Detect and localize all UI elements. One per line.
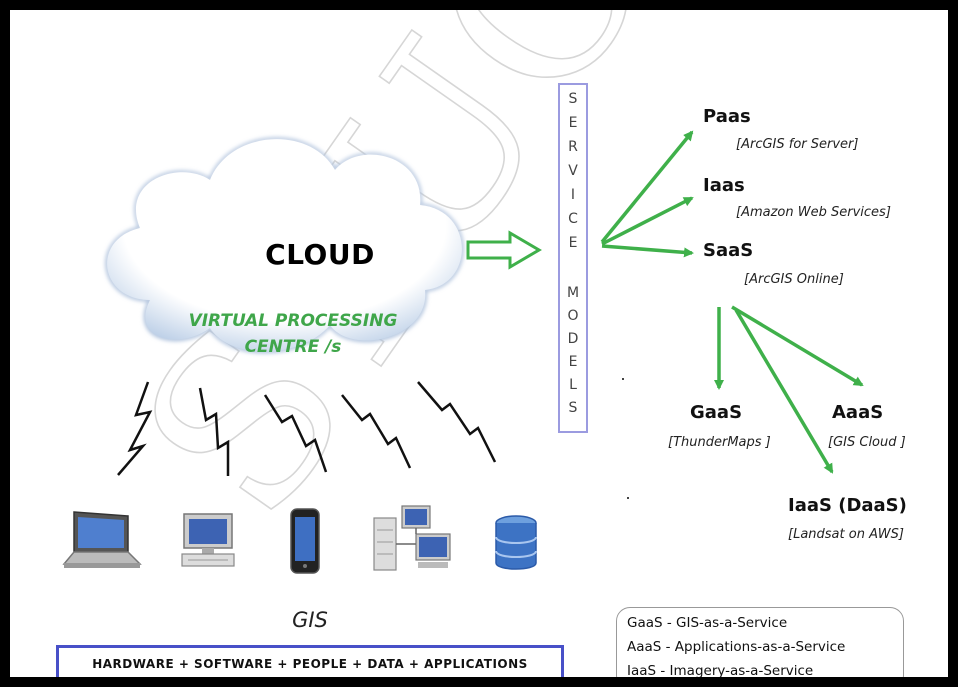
diagram-canvas: STUC CLOUD VIRTUAL PROCESSING CENTRE /s … xyxy=(10,10,948,677)
lightning-bolt-icon xyxy=(417,381,497,463)
service-letter: S xyxy=(568,400,578,416)
node-iaas-daas-sub-text: Landsat on AWS xyxy=(793,527,899,542)
service-letter: R xyxy=(568,139,578,155)
service-letter: M xyxy=(566,285,580,301)
legend-line-aaas: AaaS - Applications-as-a-Service xyxy=(627,639,846,655)
node-paas-sub-text: ArcGIS for Server xyxy=(741,137,854,152)
node-iaas-sub: [Amazon Web Services] xyxy=(736,205,891,220)
lightning-bolts xyxy=(117,381,497,476)
service-letter: V xyxy=(568,163,578,179)
service-letter: L xyxy=(569,377,577,393)
node-paas-title: Paas xyxy=(703,106,751,127)
service-letter: C xyxy=(568,211,578,227)
service-letter: E xyxy=(568,235,578,251)
lightning-bolt-icon xyxy=(263,394,328,473)
node-iaas-daas-title: IaaS (DaaS) xyxy=(788,495,907,516)
database-icon xyxy=(495,515,537,570)
cloud-title: CLOUD xyxy=(265,238,375,271)
node-saas-sub-text: ArcGIS Online xyxy=(749,272,839,287)
cloud-subtitle: VIRTUAL PROCESSING CENTRE /s xyxy=(178,308,408,360)
node-aaas-title: AaaS xyxy=(832,402,884,423)
cloud-shape xyxy=(105,137,464,354)
service-letter: S xyxy=(568,91,578,107)
connector-arrows xyxy=(600,130,864,474)
laptop-icon xyxy=(62,511,142,568)
node-gaas-sub-text: ThunderMaps xyxy=(673,435,766,450)
node-gaas-sub: [ThunderMaps ] xyxy=(668,435,771,450)
arrow-to-iaas-daas xyxy=(734,309,834,474)
service-letter: O xyxy=(567,308,579,324)
arrow-to-saas xyxy=(601,244,694,258)
dot-mark xyxy=(622,378,624,380)
node-iaas-title: Iaas xyxy=(703,175,745,196)
cloud-subtitle-line2: CENTRE /s xyxy=(244,337,342,357)
node-paas-sub: [ArcGIS for Server] xyxy=(736,137,859,152)
cloud-subtitle-line1: VIRTUAL PROCESSING xyxy=(188,311,398,331)
node-aaas-sub-text: GIS Cloud xyxy=(833,435,901,450)
dot-mark xyxy=(627,497,629,499)
node-saas-title: SaaS xyxy=(703,240,754,261)
gis-label: GIS xyxy=(292,608,328,632)
node-aaas-sub: [GIS Cloud ] xyxy=(828,435,906,450)
service-models-box: S E R V I C E M O D E L S xyxy=(558,83,588,433)
server-network-icon xyxy=(373,505,451,571)
abbreviation-legend: GaaS - GIS-as-a-Service AaaS - Applicati… xyxy=(616,607,904,677)
arrow-to-paas xyxy=(600,130,694,244)
service-letter: E xyxy=(568,115,578,131)
service-letter: D xyxy=(567,331,579,347)
smartphone-icon xyxy=(290,508,320,574)
components-bar: HARDWARE + SOFTWARE + PEOPLE + DATA + AP… xyxy=(56,645,564,677)
node-gaas-title: GaaS xyxy=(690,402,743,423)
lightning-bolt-icon xyxy=(198,387,230,476)
arrow-to-iaas xyxy=(601,196,694,246)
legend-line-iaas: IaaS - Imagery-as-a-Service xyxy=(627,663,814,677)
service-letter: E xyxy=(568,354,578,370)
block-arrow-icon xyxy=(466,230,542,270)
node-iaas-sub-text: Amazon Web Services xyxy=(741,205,886,220)
arrow-to-aaas xyxy=(731,305,864,387)
desktop-computer-icon xyxy=(181,513,235,567)
lightning-bolt-icon xyxy=(341,394,412,469)
lightning-bolt-icon xyxy=(117,381,153,476)
legend-line-gaas: GaaS - GIS-as-a-Service xyxy=(627,615,788,631)
node-saas-sub: [ArcGIS Online] xyxy=(744,272,844,287)
node-iaas-daas-sub: [Landsat on AWS] xyxy=(788,527,904,542)
service-letter: I xyxy=(570,187,576,203)
